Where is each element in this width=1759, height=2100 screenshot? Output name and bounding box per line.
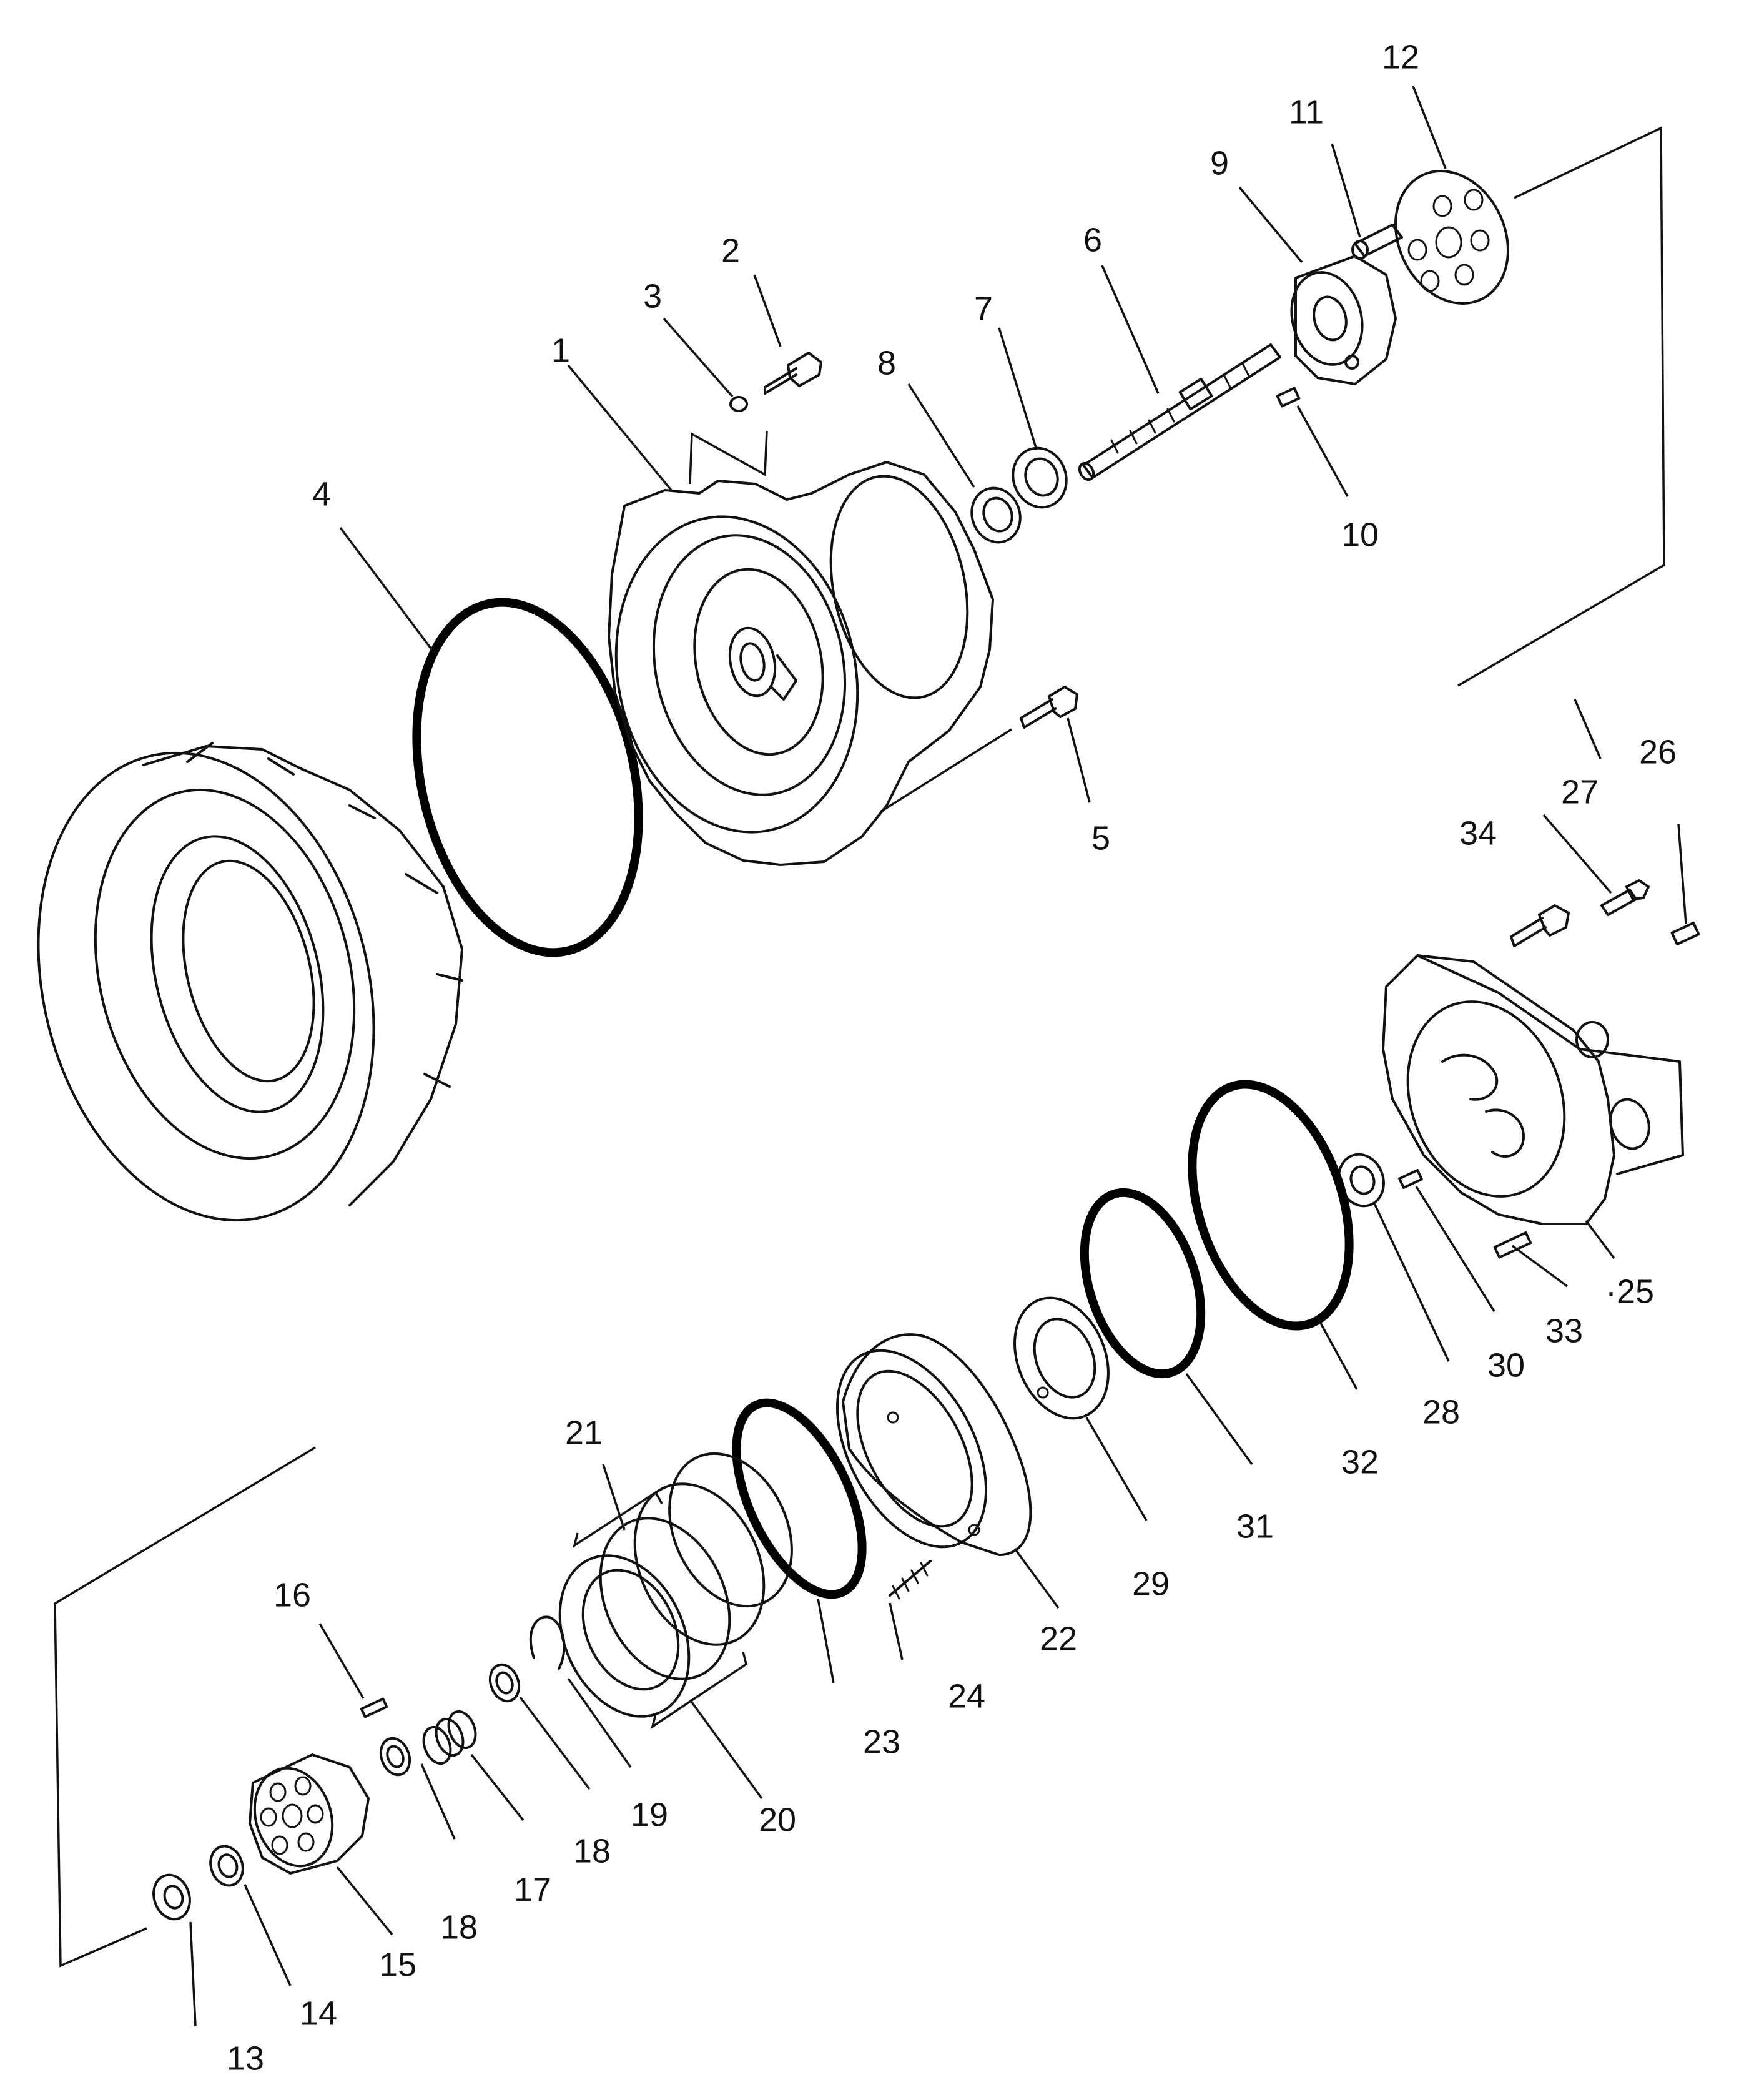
callout-1: 1 [551,332,570,369]
bolt-34 [1510,904,1570,947]
callout-7: 7 [974,290,993,327]
washer-18-lower [379,1737,411,1777]
callout-33: 33 [1545,1312,1583,1349]
callout-19: 19 [631,1796,668,1833]
callout-28: 28 [1422,1393,1460,1431]
callout-21: 21 [565,1414,603,1451]
callout-17: 17 [514,1871,551,1908]
bolt [1020,686,1078,729]
callout-14: 14 [300,1994,337,2032]
o-ring-small [729,396,748,412]
pin-33 [1493,1231,1532,1259]
callout-5: 5 [1091,819,1110,857]
bushing-13 [152,1873,191,1921]
callout-15: 15 [379,1946,416,1983]
plate-29 [1013,1296,1110,1420]
callout-24: 24 [948,1677,985,1715]
plug-26 [1670,921,1700,946]
pin-10 [1276,387,1301,408]
callout-8: 8 [877,344,896,382]
callout-22: 22 [1040,1620,1077,1657]
callout-26: 26 [1639,733,1677,771]
callout-3: 3 [643,277,662,315]
callout-32: 32 [1341,1443,1379,1481]
bearing-7 [1012,446,1068,509]
callout-9: 9 [1210,144,1229,182]
callout-34: 34 [1459,814,1497,852]
o-ring-31 [1080,1188,1206,1379]
fitting-27 [1600,879,1650,916]
motor-case [608,461,994,866]
bracket-21 [573,1491,663,1548]
callout-11: 11 [1289,93,1324,131]
snap-ring-19 [529,1615,566,1670]
fitting [764,352,822,395]
callout-18-lower: 18 [440,1908,478,1946]
assembly-bracket-lower [54,1446,316,1968]
motor-cover [1382,954,1684,1225]
swash-plate [1290,255,1397,385]
callout-25: ·25 [1605,1273,1654,1310]
spring-24 [889,1560,932,1600]
o-ring-32 [1188,1080,1354,1331]
callout-13: 13 [227,2039,264,2077]
leader-lines [189,86,1687,2027]
callout-labels: 1 2 3 4 5 6 7 8 9 10 11 12 13 14 15 16 1… [227,38,1677,2077]
pin-16 [360,1697,388,1718]
bracket-20 [651,1651,747,1729]
callout-10: 10 [1341,516,1379,553]
callout-23: 23 [863,1723,900,1760]
pin-30 [1398,1168,1423,1190]
callout-20: 20 [759,1801,796,1838]
cylinder-block [249,1753,370,1875]
final-drive-housing [37,742,463,1222]
brake-disc-pack [558,1452,793,1718]
bearing-8 [970,486,1022,544]
callout-18-upper: 18 [573,1832,611,1870]
callout-16: 16 [273,1576,311,1614]
brake-housing [835,1333,1032,1556]
assembly-bracket-upper [1457,126,1665,687]
washer-14 [209,1845,244,1887]
callout-31: 31 [1236,1507,1274,1545]
valve-plate [1394,170,1509,305]
callout-2: 2 [721,232,740,269]
spring-17 [422,1710,477,1765]
callout-29: 29 [1132,1565,1170,1602]
piston-11 [1351,224,1403,260]
callout-12: 12 [1382,38,1419,76]
shaft [1078,343,1281,481]
o-ring-large [412,598,643,957]
callout-6: 6 [1083,221,1102,259]
callout-4: 4 [312,475,331,513]
callout-27: 27 [1561,773,1599,811]
washer-18-upper [488,1663,521,1703]
o-ring-23 [732,1398,867,1599]
callout-30: 30 [1487,1346,1525,1384]
